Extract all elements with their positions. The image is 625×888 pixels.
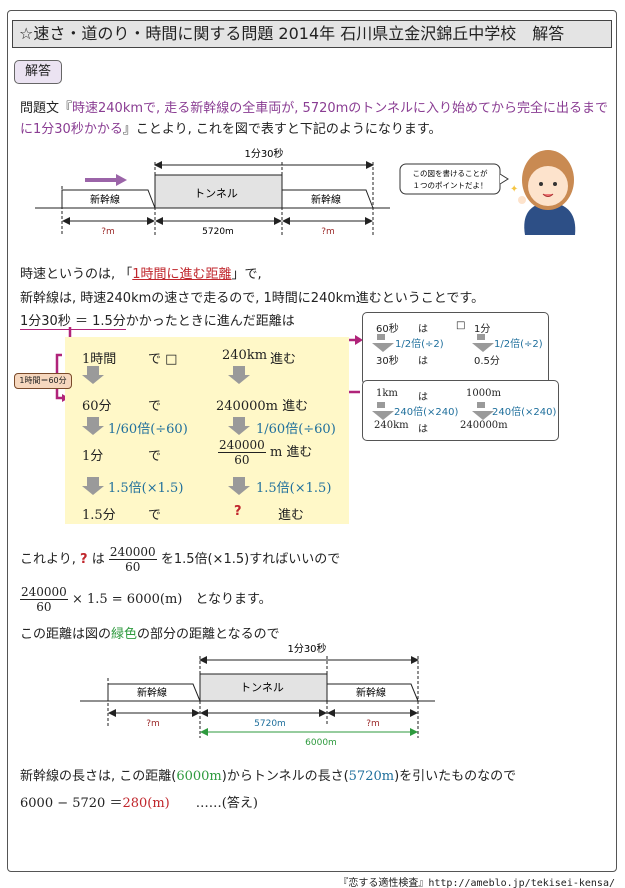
down-arrow-icon (82, 366, 104, 384)
box2-cell: 240000m (460, 420, 508, 431)
diagram-tunnel-1: 1分30秒 新幹線 トンネル 新幹線 ?m 5720m ?m この図を書けること… (35, 147, 576, 237)
box1-cell: 60秒 (376, 324, 399, 335)
box2-op: 240倍(×240) (394, 407, 459, 418)
explain-line3: 1分30秒 ＝ 1.5分かかったときに進んだ距離は (20, 314, 295, 330)
svg-text:?m: ?m (321, 227, 335, 237)
cell-60min: 60分 (82, 399, 112, 414)
down-arrow-icon (228, 366, 250, 384)
svg-text:✦: ✦ (510, 184, 518, 195)
down-arrow-icon (82, 477, 104, 495)
cell-de: で (148, 508, 162, 523)
down-arrow-icon (372, 334, 394, 352)
svg-text:6000m: 6000m (305, 738, 337, 748)
cell-unknown: ? (234, 504, 242, 519)
svg-text:5720m: 5720m (254, 719, 286, 729)
box2-cell: 240km (374, 420, 409, 431)
box2-cell: 1km (376, 388, 398, 399)
cell-240000m: 240000m 進む (216, 399, 309, 414)
cell-de: で □ (148, 352, 178, 367)
answer-badge: 解答 (14, 60, 62, 84)
svg-text:新幹線: 新幹線 (311, 193, 341, 206)
calc-line3: この距離は図の緑色の部分の距離となるので (20, 627, 280, 642)
page-title: ☆速さ・道のり・時間に関する問題 2014年 石川県立金沢錦丘中学校 解答 (12, 20, 612, 48)
box1-cell: は (418, 324, 428, 335)
box2-cell: は (418, 424, 428, 435)
down-arrow-icon (372, 402, 394, 420)
down-arrow-icon (228, 417, 250, 435)
girl-character-illustration: ✦ (510, 150, 576, 235)
op-x15: 1.5倍(×1.5) (256, 481, 332, 496)
box1-op: 1/2倍(÷2) (395, 339, 444, 350)
train-right (281, 189, 374, 209)
conclusion-line1: 新幹線の長さは, この距離(6000m)からトンネルの長さ(5720m)を引いた… (20, 769, 517, 784)
cell-time-1h: 1時間 (82, 352, 117, 367)
svg-text:1分30秒: 1分30秒 (287, 642, 326, 655)
problem-line2: に1分30秒かかる』ことより, これを図で表すと下記のようになります。 (20, 122, 442, 137)
box1-cell: 30秒 (376, 356, 399, 367)
cell-de: で (148, 399, 162, 414)
op-div60: 1/60倍(÷60) (108, 422, 188, 437)
svg-text:新幹線: 新幹線 (137, 686, 167, 699)
cell-1min: 1分 (82, 449, 104, 464)
hour-conversion-tag: 1時間＝60分 (14, 373, 72, 389)
svg-text:１つのポイントだよ！: １つのポイントだよ！ (413, 181, 488, 190)
box2-cell: 1000m (466, 388, 501, 399)
cell-susumu: 進む (278, 508, 305, 523)
problem-line1: 問題文『時速240kmで, 走る新幹線の全車両が, 5720mのトンネルに入り始… (20, 101, 609, 116)
box1-cell: □ (456, 320, 466, 331)
train-left (61, 189, 156, 209)
train-right (326, 683, 419, 702)
footer-credit: 『恋する適性検査』http://ameblo.jp/tekisei-kensa/ (338, 878, 615, 888)
svg-text:?m: ?m (101, 227, 115, 237)
svg-text:新幹線: 新幹線 (90, 193, 120, 206)
svg-text:?m: ?m (146, 719, 160, 729)
down-arrow-icon (472, 334, 494, 352)
train-left (107, 683, 201, 702)
tunnel (199, 673, 328, 702)
cell-240km: 240km (222, 348, 268, 363)
km-conversion-box (362, 380, 559, 441)
diagram-tunnel-2: 1分30秒 新幹線 トンネル 新幹線 ?m 5720m ?m 6000m (80, 642, 435, 748)
cell-susumu: 進む (270, 352, 297, 367)
explain-line1: 時速というのは, 「1時間に進む距離」で, (20, 267, 262, 282)
svg-text:トンネル: トンネル (240, 681, 284, 694)
svg-text:?m: ?m (366, 719, 380, 729)
down-arrow-icon (472, 402, 494, 420)
calculation-table (65, 337, 349, 524)
speech-bubble: この図を書けることが １つのポイントだよ！ (399, 163, 509, 195)
svg-text:5720m: 5720m (202, 227, 234, 237)
box2-cell: は (418, 392, 428, 403)
content-frame (7, 10, 617, 872)
conclusion-line2: 6000 − 5720 ＝280(m) ……(答え) (20, 796, 258, 811)
box1-cell: 1分 (474, 324, 491, 335)
box2-op: 240倍(×240) (492, 407, 557, 418)
box1-cell: は (418, 356, 428, 367)
box1-op: 1/2倍(÷2) (494, 339, 543, 350)
time-label: 1分30秒 (244, 147, 283, 160)
down-arrow-icon (228, 477, 250, 495)
cell-15min: 1.5分 (82, 508, 116, 523)
svg-text:新幹線: 新幹線 (356, 686, 386, 699)
cell-de: で (148, 449, 162, 464)
down-arrow-icon (82, 417, 104, 435)
explain-line2: 新幹線は, 時速240kmの速さで走るので, 1時間に240km進むということで… (20, 291, 485, 306)
box1-cell: 0.5分 (474, 356, 500, 367)
op-x15: 1.5倍(×1.5) (108, 481, 184, 496)
svg-text:トンネル: トンネル (194, 187, 238, 200)
svg-text:この図を書けることが: この図を書けることが (413, 168, 488, 178)
op-div60: 1/60倍(÷60) (256, 422, 336, 437)
